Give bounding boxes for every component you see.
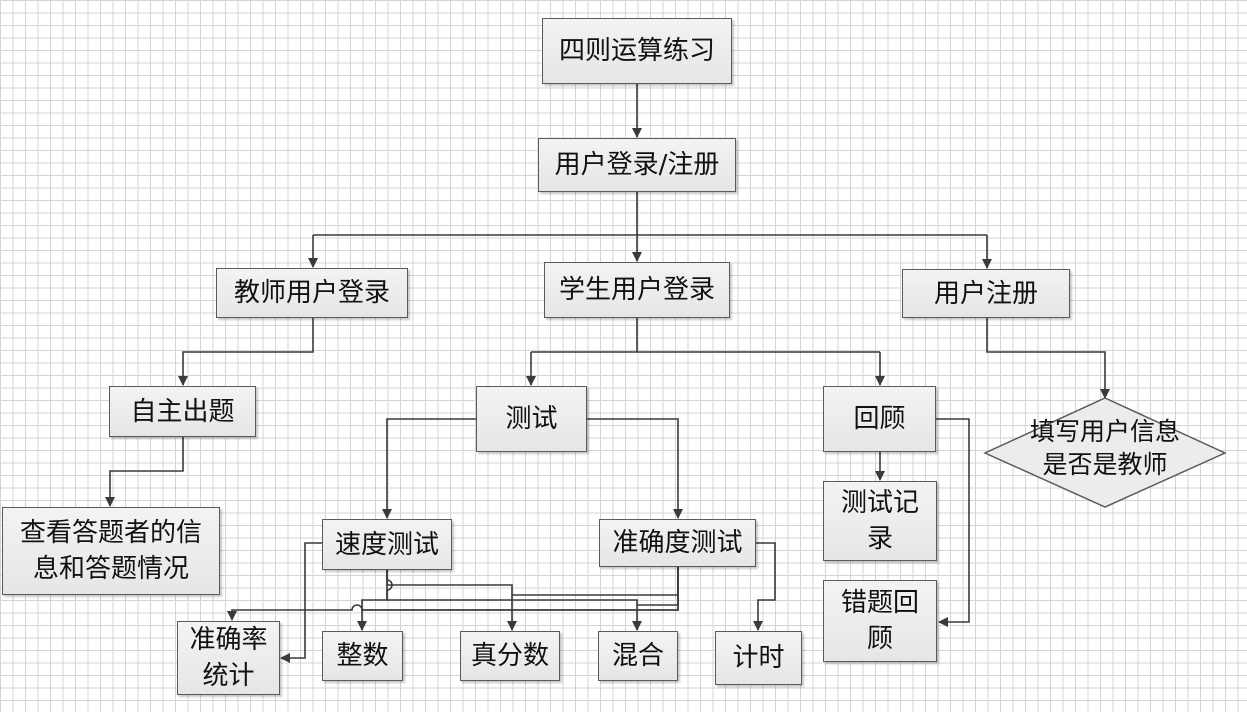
node-test: 测试 [476,386,587,452]
node-integer: 整数 [322,631,403,681]
edge-review-wrong-review [936,418,970,627]
node-login: 用户登录/注册 [538,138,736,192]
node-root: 四则运算练习 [542,18,732,84]
edge-student-branch [531,318,880,353]
edge-speed-accuracy-stats [280,542,323,663]
edge-test-accuracy [587,418,683,519]
edge-accuracy-timer [753,542,776,631]
node-mixed: 混合 [598,631,678,681]
node-accuracy-test: 准确度测试 [599,519,756,567]
node-fraction: 真分数 [460,631,560,681]
node-wrong-review: 错题回 顾 [823,580,937,662]
node-speed-test: 速度测试 [322,519,452,570]
node-self-question: 自主出题 [109,386,256,437]
node-accuracy-stats: 准确率 统计 [177,621,280,695]
node-fill-info: 填写用户信息 是否是教师 [1029,417,1180,479]
node-teacher-login: 教师用户登录 [216,268,408,318]
node-review: 回顾 [823,386,936,452]
edge-accuracy-stats [227,567,679,621]
node-test-record: 测试记 录 [823,481,937,561]
edge-teacher-self-question [178,318,314,386]
edge-test-speed [382,418,476,519]
edge-mixed-feed [386,570,642,631]
edge-register-fill-info [986,318,1110,399]
edge-login-branch [313,192,987,236]
edge-accuracy-mixed [637,567,679,606]
node-student-login: 学生用户登录 [544,262,730,318]
edge-self-question-view-info [105,437,184,507]
node-register: 用户注册 [902,269,1070,318]
node-view-info: 查看答题者的信 息和答题情况 [2,507,220,595]
node-timer: 计时 [715,631,802,685]
